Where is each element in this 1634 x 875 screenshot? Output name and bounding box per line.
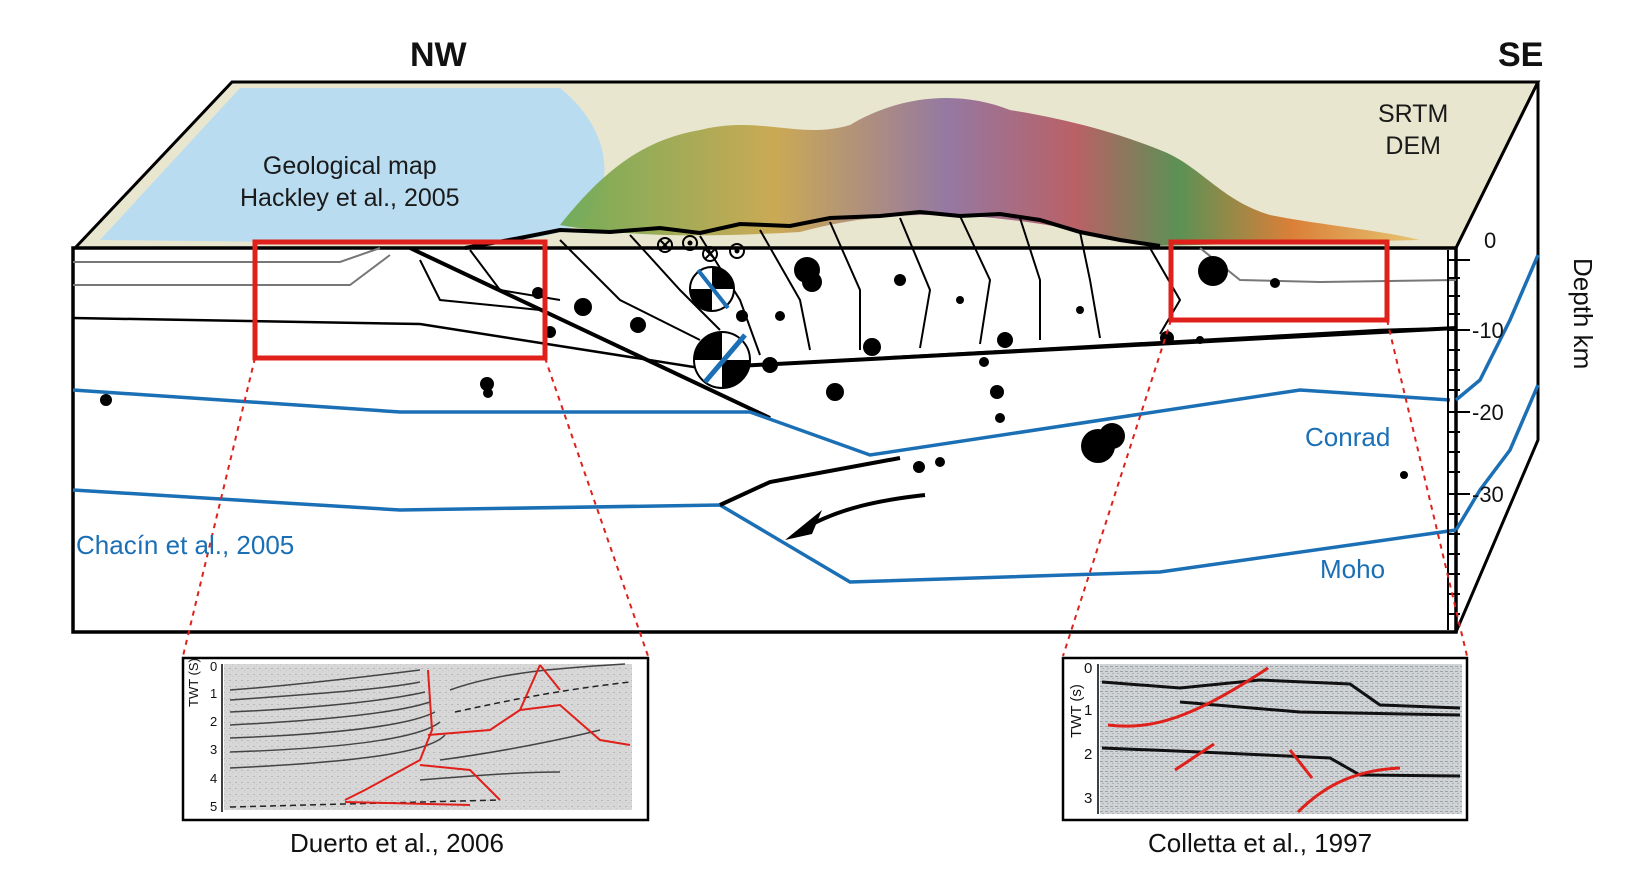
colletta-citation: Colletta et al., 1997	[1148, 828, 1372, 859]
conrad-label: Conrad	[1305, 422, 1390, 453]
inset2-tick-0: 0	[1084, 660, 1092, 677]
depth-tick-0: 0	[1484, 228, 1496, 254]
inset2-tick-3: 3	[1084, 790, 1092, 807]
chacin-label: Chacín et al., 2005	[76, 530, 294, 561]
depth-tick-20: -20	[1472, 400, 1504, 426]
inset1-tick-1: 1	[210, 686, 217, 701]
focal-mechanism-1	[690, 267, 734, 311]
nw-label: NW	[410, 36, 467, 75]
dem-line-1: SRTM	[1378, 98, 1448, 130]
inset1-tick-2: 2	[210, 714, 217, 729]
front-face	[73, 248, 1456, 632]
inset1-tick-4: 4	[210, 771, 217, 786]
duerto-citation: Duerto et al., 2006	[290, 828, 504, 859]
se-label: SE	[1498, 36, 1543, 75]
inset2-tick-2: 2	[1084, 746, 1092, 763]
inset1-tick-5: 5	[210, 799, 217, 814]
geology-map-line-1: Geological map	[240, 150, 460, 182]
moho-label: Moho	[1320, 554, 1385, 585]
depth-tick-30: -30	[1472, 482, 1504, 508]
depth-tick-10: -10	[1472, 318, 1504, 344]
focal-mechanism-2	[694, 332, 750, 388]
inset1-tick-0: 0	[210, 659, 217, 674]
inset2-axis-label: TWT (s)	[1068, 684, 1085, 738]
dem-line-2: DEM	[1378, 130, 1448, 162]
inset-duerto	[183, 658, 648, 820]
geology-map-label: Geological map Hackley et al., 2005	[240, 150, 460, 214]
inset1-tick-3: 3	[210, 742, 217, 757]
geology-map-line-2: Hackley et al., 2005	[240, 182, 460, 214]
inset2-tick-1: 1	[1084, 702, 1092, 719]
inset-colletta	[1063, 658, 1467, 820]
depth-axis-title: Depth km	[1567, 258, 1598, 369]
dem-label: SRTM DEM	[1378, 98, 1448, 162]
inset1-axis-label: TWT (S)	[186, 658, 201, 707]
